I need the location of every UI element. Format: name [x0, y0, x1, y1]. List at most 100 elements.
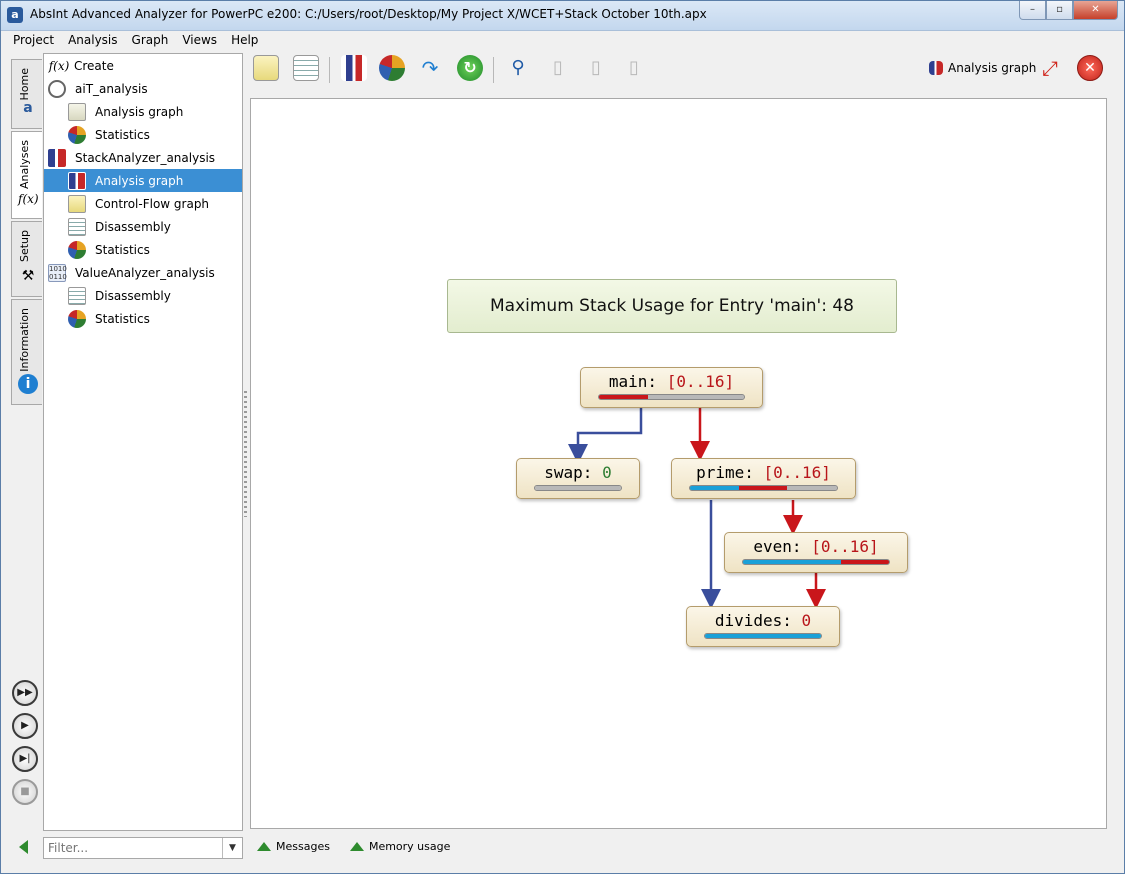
- tab-analyses-label: Analyses: [18, 140, 31, 190]
- filter-input[interactable]: [44, 838, 220, 858]
- tab-analyses[interactable]: Analyses f(x): [11, 131, 42, 219]
- menu-bar: Project Analysis Graph Views Help: [13, 31, 258, 51]
- zoom-icon[interactable]: ⚲: [511, 57, 525, 78]
- close-view-icon[interactable]: ✕: [1077, 55, 1103, 81]
- menu-analysis[interactable]: Analysis: [68, 33, 118, 47]
- status-bar: Messages Memory usage: [257, 840, 450, 853]
- node-main[interactable]: main: [0..16]: [580, 367, 763, 408]
- tree-item-label: StackAnalyzer_analysis: [75, 150, 216, 165]
- tree-item-label: Analysis graph: [95, 173, 184, 188]
- tab-home-label: Home: [18, 68, 31, 101]
- messages-toggle[interactable]: Messages: [257, 840, 330, 853]
- node-even[interactable]: even: [0..16]: [724, 532, 908, 573]
- menu-graph[interactable]: Graph: [131, 33, 169, 47]
- disassembly-icon: [68, 286, 86, 305]
- tree-item-label: Statistics: [95, 127, 150, 142]
- play-icon[interactable]: ▶: [12, 713, 38, 739]
- close-window-button[interactable]: ✕: [1073, 1, 1118, 20]
- tree-item-disassembly[interactable]: Disassembly: [44, 284, 242, 307]
- tree-item-statistics[interactable]: Statistics: [44, 238, 242, 261]
- node-divides-label: divides: 0: [687, 611, 839, 630]
- tree-item-disassembly[interactable]: Disassembly: [44, 215, 242, 238]
- node-prime-stack-bar: [689, 485, 838, 491]
- jump-arrow-icon[interactable]: ↷: [421, 56, 439, 80]
- tree-item-label: Disassembly: [95, 288, 171, 303]
- disassembly-icon[interactable]: [293, 55, 319, 81]
- active-view-label: Analysis graph: [948, 61, 1037, 75]
- tab-setup-label: Setup: [18, 230, 31, 263]
- graph-toolbar: ↷ ↻ ⚲ ▯ ▯ ▯ Analysis graph ⤢ ✕: [249, 51, 1109, 87]
- fx-icon: f(x): [48, 58, 70, 73]
- analysis-tree: f(x) Create aiT_analysis Analysis graph …: [43, 53, 243, 831]
- tree-item-label: Control-Flow graph: [95, 196, 210, 211]
- graph-canvas[interactable]: Maximum Stack Usage for Entry 'main': 48…: [250, 98, 1107, 829]
- page-icon[interactable]: ▯: [629, 57, 639, 78]
- node-swap[interactable]: swap: 0: [516, 458, 640, 499]
- control-flow-icon[interactable]: [253, 55, 279, 81]
- fast-forward-icon[interactable]: ▶▶: [12, 680, 38, 706]
- window-controls: – ▫ ✕: [1019, 1, 1118, 21]
- node-main-stack-bar: [598, 394, 745, 400]
- node-swap-name: swap:: [544, 463, 593, 482]
- memory-usage-toggle[interactable]: Memory usage: [349, 840, 451, 853]
- refresh-icon[interactable]: ↻: [457, 55, 483, 81]
- tab-setup[interactable]: Setup ⚒: [11, 221, 42, 297]
- step-icon[interactable]: ▶|: [12, 746, 38, 772]
- page-icon[interactable]: ▯: [553, 57, 563, 78]
- menu-views[interactable]: Views: [182, 33, 218, 47]
- node-divides-stack-bar: [704, 633, 822, 639]
- tree-item-analysis-graph-selected[interactable]: Analysis graph: [44, 169, 242, 192]
- analysis-graph-icon: [929, 61, 943, 75]
- statistics-icon: [68, 240, 86, 259]
- tab-home[interactable]: Home a: [11, 59, 42, 129]
- stack-usage-summary: Maximum Stack Usage for Entry 'main': 48: [447, 279, 897, 333]
- disassembly-icon: [68, 217, 86, 236]
- edge-main-swap: [568, 408, 643, 464]
- panel-splitter-handle[interactable]: [244, 391, 247, 517]
- statistics-icon[interactable]: [379, 55, 405, 81]
- node-main-name: main:: [608, 372, 658, 391]
- stopwatch-icon: [48, 79, 66, 98]
- node-divides[interactable]: divides: 0: [686, 606, 840, 647]
- statistics-icon: [68, 125, 86, 144]
- tree-item-create[interactable]: f(x) Create: [44, 54, 242, 77]
- node-prime[interactable]: prime: [0..16]: [671, 458, 856, 499]
- chevron-down-icon[interactable]: ▼: [222, 838, 242, 858]
- node-divides-name: divides:: [714, 611, 792, 630]
- node-even-label: even: [0..16]: [725, 537, 907, 556]
- tree-item-statistics[interactable]: Statistics: [44, 307, 242, 330]
- menu-project[interactable]: Project: [13, 33, 55, 47]
- wrench-icon: ⚒: [21, 268, 35, 284]
- fit-to-window-icon[interactable]: ⤢: [1042, 56, 1058, 80]
- tree-item-analysis-graph[interactable]: Analysis graph: [44, 100, 242, 123]
- tree-item-label: ValueAnalyzer_analysis: [75, 265, 215, 280]
- analysis-graph-icon[interactable]: [341, 55, 367, 81]
- page-icon[interactable]: ▯: [591, 57, 601, 78]
- stop-icon[interactable]: ■: [12, 779, 38, 805]
- tree-item-label: Disassembly: [95, 219, 171, 234]
- tree-item-control-flow-graph[interactable]: Control-Flow graph: [44, 192, 242, 215]
- tree-item-stackanalyzer-analysis[interactable]: StackAnalyzer_analysis: [44, 146, 242, 169]
- node-prime-name: prime:: [696, 463, 754, 482]
- memory-usage-label: Memory usage: [368, 840, 451, 853]
- toolbar-separator: [329, 57, 330, 83]
- tree-item-label: Create: [74, 58, 114, 73]
- node-prime-label: prime: [0..16]: [672, 463, 855, 482]
- triangle-up-icon: [349, 842, 364, 851]
- tab-information[interactable]: Information i: [11, 299, 42, 405]
- tree-item-statistics[interactable]: Statistics: [44, 123, 242, 146]
- window-title: AbsInt Advanced Analyzer for PowerPC e20…: [30, 7, 707, 21]
- tree-item-ait-analysis[interactable]: aiT_analysis: [44, 77, 242, 100]
- node-main-range: [0..16]: [666, 372, 735, 391]
- minimize-button[interactable]: –: [1019, 1, 1046, 20]
- tree-item-label: Statistics: [95, 311, 150, 326]
- menu-help[interactable]: Help: [231, 33, 259, 47]
- node-swap-stack-bar: [534, 485, 622, 491]
- collapse-arrow-icon[interactable]: [19, 840, 28, 854]
- maximize-button[interactable]: ▫: [1046, 1, 1073, 20]
- control-flow-icon: [68, 194, 86, 213]
- triangle-up-icon: [257, 842, 271, 851]
